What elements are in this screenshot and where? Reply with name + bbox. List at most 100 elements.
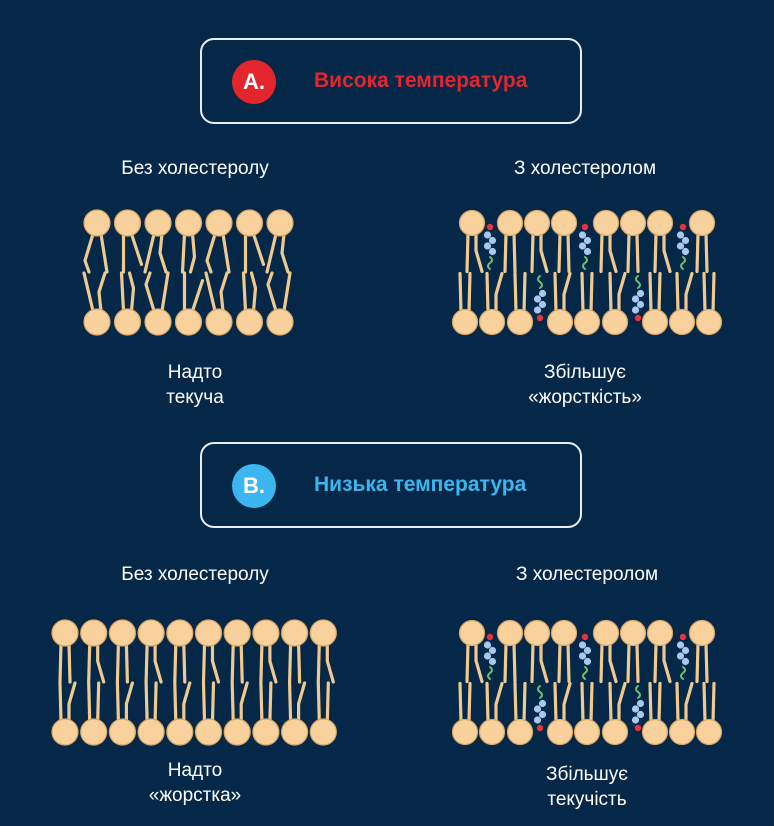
lipid-head bbox=[51, 619, 79, 647]
cholesterol-ring bbox=[636, 300, 645, 309]
lipid-tail bbox=[239, 681, 249, 723]
lipid-tail bbox=[704, 641, 709, 684]
lipid-head bbox=[194, 718, 223, 746]
cholesterol-tail bbox=[635, 685, 641, 699]
cholesterol-ring bbox=[483, 231, 492, 239]
caption-a-right-line1: Збільшує bbox=[543, 362, 627, 383]
cholesterol-tail bbox=[537, 685, 543, 699]
cholesterol-ring bbox=[488, 236, 497, 245]
lipid-tail bbox=[562, 681, 572, 724]
lipid-tail bbox=[458, 681, 463, 724]
header-low-temperature: B. Низька температура bbox=[200, 442, 582, 528]
lipid-head bbox=[113, 209, 142, 237]
lipid-tail bbox=[467, 681, 472, 724]
lipid-head bbox=[108, 619, 137, 647]
lipid-tail bbox=[589, 271, 594, 314]
cholesterol-ring bbox=[483, 652, 492, 660]
lipid-head bbox=[688, 619, 716, 647]
lipid-tail bbox=[648, 271, 653, 314]
lipid-tail bbox=[530, 641, 535, 684]
membrane-b-rigid bbox=[51, 619, 337, 746]
lipid-tail bbox=[288, 642, 293, 684]
lipid-head bbox=[546, 308, 574, 336]
cholesterol-ring bbox=[583, 657, 592, 666]
caption-a-left-line2: текуча bbox=[166, 387, 224, 408]
cholesterol-ring bbox=[681, 236, 690, 245]
lipid-head bbox=[478, 718, 506, 746]
lipid-tail bbox=[539, 641, 549, 684]
cholesterol-ring bbox=[583, 646, 592, 655]
cholesterol-ring bbox=[533, 716, 542, 724]
lipid-tail bbox=[158, 232, 168, 274]
membrane-a-fluid bbox=[82, 209, 294, 336]
lipid-tail bbox=[702, 271, 707, 314]
lipid-tail bbox=[608, 231, 618, 274]
lipid-tail bbox=[675, 681, 680, 724]
lipid-tail bbox=[539, 231, 549, 274]
lipid-tail bbox=[530, 231, 535, 274]
lipid-head bbox=[266, 209, 294, 237]
cholesterol-head bbox=[486, 223, 494, 231]
lipid-tail bbox=[239, 642, 244, 684]
lipid-tail bbox=[188, 232, 197, 274]
lipid-tail bbox=[653, 641, 658, 684]
lipid-tail bbox=[230, 642, 235, 684]
lipid-tail bbox=[557, 231, 562, 274]
lipid-tail bbox=[87, 642, 92, 684]
lipid-tail bbox=[465, 641, 470, 684]
lipid-tail bbox=[268, 681, 273, 723]
cholesterol-ring bbox=[631, 705, 640, 713]
cholesterol-ring bbox=[483, 641, 492, 649]
cholesterol-ring bbox=[578, 641, 587, 649]
lipid-head bbox=[496, 619, 524, 647]
lipid-tail bbox=[144, 681, 149, 723]
lipid-tail bbox=[657, 681, 662, 724]
cholesterol-tail bbox=[582, 256, 588, 270]
lipid-tail bbox=[127, 271, 136, 313]
caption-b-left-line1: Надто bbox=[167, 760, 223, 781]
lipid-head bbox=[252, 718, 280, 746]
lipid-head bbox=[235, 308, 264, 336]
lipid-tail bbox=[316, 642, 321, 684]
lipid-tail bbox=[266, 271, 278, 313]
lipid-head bbox=[194, 619, 223, 647]
label-a-without-cholesterol: Без холестеролу bbox=[121, 158, 269, 179]
lipid-head bbox=[80, 718, 108, 746]
lipid-tail bbox=[512, 231, 517, 274]
lipid-tail bbox=[522, 271, 527, 314]
lipid-tail bbox=[124, 681, 134, 723]
lipid-tail bbox=[494, 271, 504, 314]
lipid-tail bbox=[282, 271, 292, 313]
cholesterol-tail bbox=[680, 666, 686, 680]
lipid-tail bbox=[144, 642, 149, 684]
lipid-tail bbox=[96, 681, 101, 723]
lipid-head bbox=[166, 619, 194, 647]
lipid-head bbox=[137, 718, 165, 746]
cholesterol-head bbox=[536, 314, 544, 322]
lipid-head bbox=[205, 308, 233, 336]
lipid-tail bbox=[648, 681, 653, 724]
lipid-tail bbox=[695, 641, 700, 684]
label-b-with-cholesterol: З холестеролом bbox=[515, 564, 659, 585]
caption-b-right: Збільшує текучість bbox=[546, 762, 628, 812]
lipid-head bbox=[252, 619, 280, 647]
lipid-head bbox=[309, 619, 337, 647]
cholesterol-ring bbox=[488, 646, 497, 655]
lipid-tail bbox=[124, 642, 129, 684]
lipid-head bbox=[619, 619, 647, 647]
cholesterol-head bbox=[536, 724, 544, 732]
header-high-temperature: A. Висока температура bbox=[200, 38, 582, 124]
cholesterol-ring bbox=[578, 242, 587, 250]
lipid-tail bbox=[160, 271, 170, 313]
cholesterol-ring bbox=[483, 242, 492, 250]
lipid-tail bbox=[97, 271, 107, 313]
lipid-tail bbox=[458, 271, 463, 314]
cholesterol-ring bbox=[636, 710, 645, 719]
lipid-tail bbox=[87, 681, 92, 723]
caption-b-right-line1: Збільшує bbox=[545, 764, 629, 785]
lipid-tail bbox=[201, 642, 207, 684]
lipid-tail bbox=[695, 231, 700, 274]
lipid-tail bbox=[684, 271, 694, 314]
caption-a-right: Збільшує «жорсткість» bbox=[528, 360, 642, 410]
lipid-tail bbox=[259, 681, 264, 723]
